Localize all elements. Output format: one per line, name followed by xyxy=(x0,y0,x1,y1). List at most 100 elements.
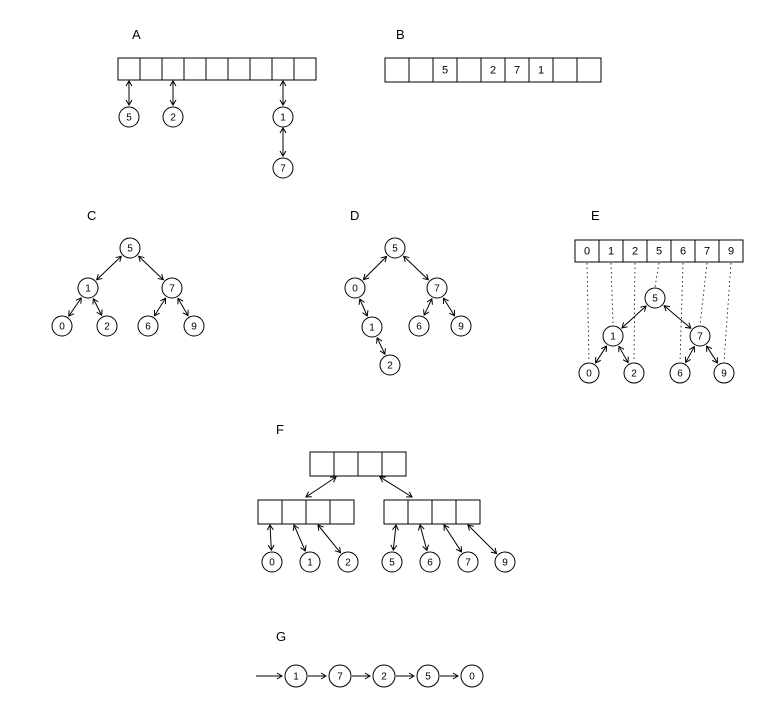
tree-node xyxy=(384,237,406,259)
tree-node xyxy=(361,316,383,338)
tree-node xyxy=(623,362,645,384)
array-cell-value: 5 xyxy=(656,246,662,258)
section-label-d: D xyxy=(350,208,360,223)
node-value: 5 xyxy=(425,672,431,683)
node-value: 1 xyxy=(307,558,313,569)
tree-edge xyxy=(376,336,386,356)
tree-node xyxy=(426,277,448,299)
btree-root-cell xyxy=(309,451,335,477)
node-value: 7 xyxy=(169,284,175,295)
node-value: 7 xyxy=(280,164,286,175)
tree-node xyxy=(183,315,205,337)
tree-node xyxy=(644,287,666,309)
leaf-edge xyxy=(443,524,462,553)
section-label-g: G xyxy=(276,629,287,644)
btree-leaf-cell xyxy=(383,499,409,525)
chain-node xyxy=(162,106,184,128)
index-link xyxy=(633,262,636,363)
node-value: 7 xyxy=(697,332,703,343)
node-value: 1 xyxy=(369,323,375,334)
tree-node xyxy=(379,354,401,376)
node-value: 7 xyxy=(337,672,343,683)
hash-slot xyxy=(139,57,163,81)
tree-node xyxy=(77,277,99,299)
array-cell xyxy=(384,57,410,83)
hash-slot xyxy=(271,57,295,81)
node-value: 2 xyxy=(170,113,176,124)
node-value: 9 xyxy=(191,322,197,333)
index-link xyxy=(723,262,732,363)
array-cell-value: 5 xyxy=(442,65,448,77)
tree-edge xyxy=(153,297,167,317)
leaf-node xyxy=(494,551,516,573)
array-cell xyxy=(432,57,458,83)
tree-edge xyxy=(595,345,607,364)
leaf-node xyxy=(261,551,283,573)
tree-edge xyxy=(68,297,82,317)
node-value: 0 xyxy=(59,322,65,333)
leaf-edge xyxy=(467,524,498,555)
array-cell xyxy=(480,57,506,83)
node-value: 7 xyxy=(434,284,440,295)
array-cell xyxy=(408,57,434,83)
node-value: 6 xyxy=(416,322,422,333)
leaf-edge xyxy=(390,524,399,552)
hash-slot xyxy=(161,57,185,81)
node-value: 2 xyxy=(345,558,351,569)
node-value: 6 xyxy=(427,558,433,569)
chain-node xyxy=(118,106,140,128)
array-cell xyxy=(552,57,578,83)
node-value: 9 xyxy=(502,558,508,569)
list-node xyxy=(328,664,352,688)
node-value: 2 xyxy=(387,361,393,372)
hash-slot xyxy=(227,57,251,81)
node-value: 1 xyxy=(610,332,616,343)
chain-node xyxy=(272,106,294,128)
btree-root-cell xyxy=(357,451,383,477)
leaf-edge xyxy=(292,524,307,552)
array-cell xyxy=(504,57,530,83)
section-label-c: C xyxy=(87,208,97,223)
tree-edge xyxy=(95,255,123,281)
tree-node xyxy=(51,315,73,337)
array-cell-value: 2 xyxy=(490,65,496,77)
tree-edge xyxy=(92,297,103,317)
node-value: 0 xyxy=(469,672,475,683)
list-node xyxy=(416,664,440,688)
tree-edge xyxy=(137,255,165,281)
tree-edge xyxy=(663,305,692,329)
tree-node xyxy=(578,362,600,384)
index-link xyxy=(610,262,614,326)
section-label-a: A xyxy=(132,27,142,42)
sorted-array-cell xyxy=(718,239,744,263)
node-value: 5 xyxy=(127,244,133,255)
array-cell-value: 2 xyxy=(632,246,638,258)
node-value: 1 xyxy=(280,113,286,124)
leaf-node xyxy=(337,551,359,573)
node-value: 9 xyxy=(458,322,464,333)
tree-node xyxy=(713,362,735,384)
array-cell-value: 6 xyxy=(680,246,686,258)
leaf-node xyxy=(419,551,441,573)
node-value: 5 xyxy=(389,558,395,569)
hash-slot xyxy=(293,57,317,81)
node-value: 2 xyxy=(381,672,387,683)
btree-leaf-cell xyxy=(329,499,355,525)
tree-edge xyxy=(706,345,718,364)
array-cell-value: 1 xyxy=(538,65,544,77)
tree-node xyxy=(450,315,472,337)
btree-leaf-cell xyxy=(407,499,433,525)
tree-node xyxy=(689,325,711,347)
btree-leaf-cell xyxy=(305,499,331,525)
index-link xyxy=(699,262,708,326)
leaf-edge xyxy=(266,524,275,551)
tree-node xyxy=(96,315,118,337)
btree-leaf-cell xyxy=(431,499,457,525)
tree-node xyxy=(408,315,430,337)
tree-edge xyxy=(442,297,456,317)
array-cell-value: 7 xyxy=(704,246,710,258)
node-value: 1 xyxy=(85,284,91,295)
